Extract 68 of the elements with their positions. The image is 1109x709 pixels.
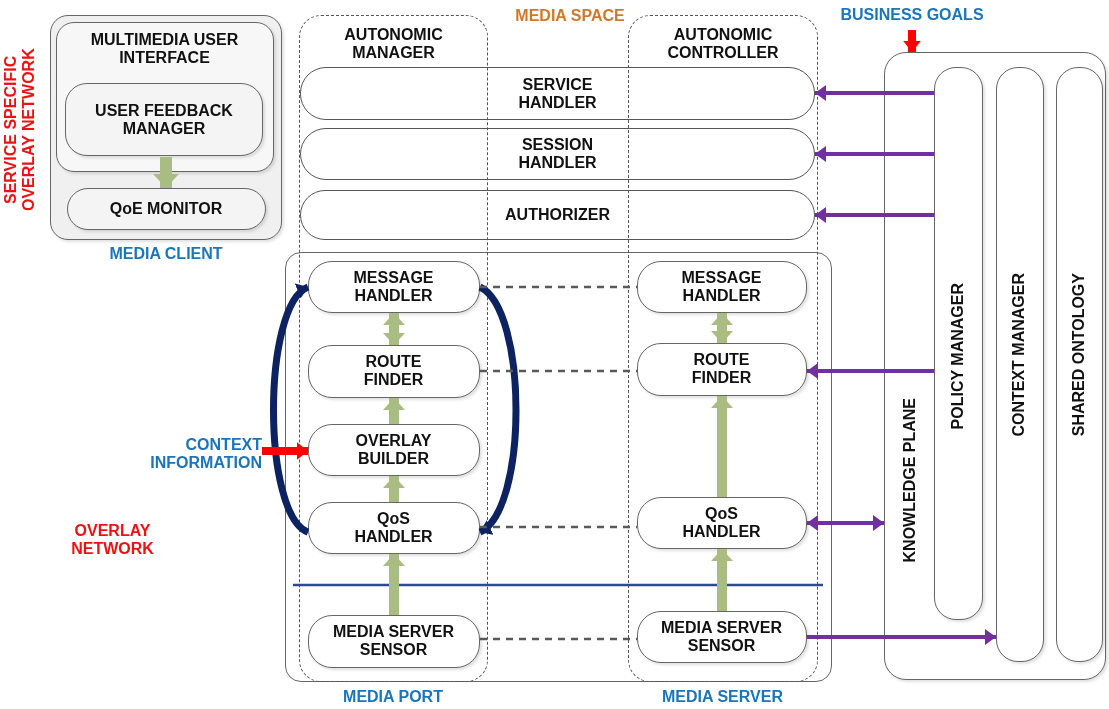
section-label: MEDIA SPACE: [514, 7, 626, 26]
rounded-box: [636, 610, 807, 663]
arrow: [711, 396, 733, 497]
box-label: CONTEXT MANAGER: [1009, 272, 1028, 437]
dashed-column: [299, 15, 488, 682]
text-label: CONTEXT INFORMATION: [108, 436, 262, 482]
arrow: [383, 398, 405, 424]
box-label: MESSAGE HANDLER: [352, 268, 435, 305]
rounded-box: [307, 614, 480, 668]
arrow: [711, 549, 733, 611]
rounded-box: [307, 423, 480, 476]
section-label: OVERLAY NETWORK: [70, 522, 155, 559]
text-label: BUSINESS GOALS: [826, 6, 998, 30]
rounded-band: [300, 67, 815, 120]
box-label: QoS HANDLER: [681, 504, 762, 541]
box-label: USER FEEDBACK MANAGER: [94, 101, 234, 138]
dashed-column: [628, 15, 818, 682]
arrow: [383, 554, 405, 615]
box-label: MEDIA SERVER SENSOR: [332, 622, 455, 660]
arrow: [383, 313, 405, 345]
rounded-box: [1055, 66, 1103, 662]
section-label: MEDIA PORT: [342, 688, 444, 707]
arrow: [815, 146, 934, 162]
arrow: [152, 157, 180, 188]
box-label: AUTONOMIC CONTROLLER: [666, 26, 780, 63]
rounded-box: [636, 496, 807, 549]
rounded-box: [65, 83, 263, 156]
box-label: AUTONOMIC MANAGER: [343, 26, 444, 63]
arrow: [383, 476, 405, 502]
box-label: KNOWLEDGE PLANE: [901, 398, 919, 563]
box-label: AUTHORIZER: [505, 205, 610, 225]
arrow: [711, 313, 733, 343]
rounded-box: [636, 260, 807, 313]
box-label: SERVICE HANDLER: [517, 75, 598, 112]
dashed-connector: [480, 525, 637, 529]
rounded-box: [636, 342, 807, 396]
box-label: QoE MONITOR: [109, 199, 223, 218]
box-label: ROUTE FINDER: [362, 352, 425, 390]
arrow: [807, 363, 934, 379]
arrow: [815, 85, 934, 101]
box-label: ROUTE FINDER: [690, 350, 753, 388]
section-label: SERVICE SPECIFIC OVERLAY NETWORK: [2, 47, 39, 214]
rounded-box: [307, 501, 480, 554]
rounded-box: [55, 21, 274, 172]
dashed-connector: [480, 285, 637, 289]
arrow: [815, 207, 934, 223]
box-label: SHARED ONTOLOGY: [1069, 272, 1088, 436]
box-label: MULTIMEDIA USER INTERFACE: [89, 30, 240, 68]
box-label: QoS HANDLER: [353, 509, 434, 546]
rounded-box: [307, 260, 480, 313]
section-label: MEDIA SERVER: [661, 688, 784, 707]
box-label: SESSION HANDLER: [517, 135, 598, 173]
dashed-connector: [480, 369, 637, 373]
arrow: [807, 629, 996, 645]
arrow: [477, 284, 520, 535]
rounded-box: [884, 52, 1106, 680]
rounded-band: [300, 190, 815, 240]
dashed-connector: [480, 637, 637, 641]
rounded-box: [995, 66, 1044, 662]
box-label: POLICY MANAGER: [948, 282, 967, 429]
box-label: OVERLAY BUILDER: [354, 431, 433, 468]
rounded-box: [66, 187, 266, 230]
box-label: MEDIA SERVER SENSOR: [660, 618, 783, 655]
box-heading: MEDIA CLIENT: [109, 245, 223, 264]
rounded-box: [933, 66, 983, 620]
rounded-box: [307, 344, 480, 398]
box-label: MESSAGE HANDLER: [680, 268, 763, 305]
arrow: [807, 515, 884, 531]
